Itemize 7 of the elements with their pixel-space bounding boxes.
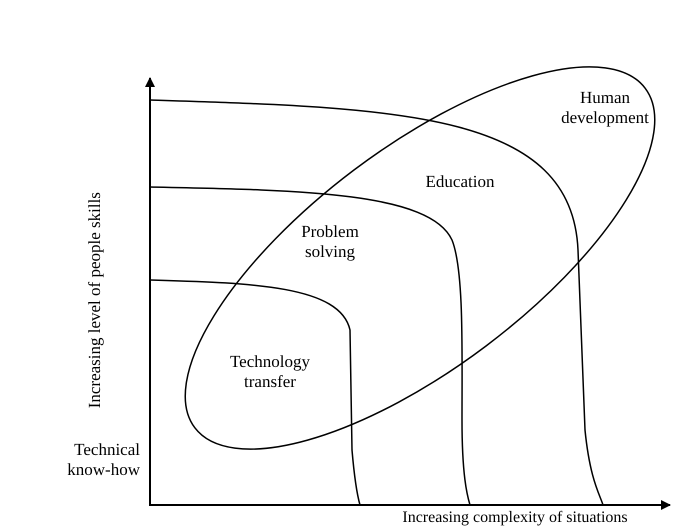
axis-label: Technical know-how [66, 440, 140, 481]
axis-label: Increasing complexity of situations [401, 508, 629, 528]
region-label: Technology transfer [228, 352, 311, 393]
region-label: Problem solving [300, 222, 360, 263]
region-label: Human development [560, 88, 650, 129]
axis-label: Increasing level of people skills [84, 191, 105, 410]
region-label: Education [424, 172, 496, 192]
